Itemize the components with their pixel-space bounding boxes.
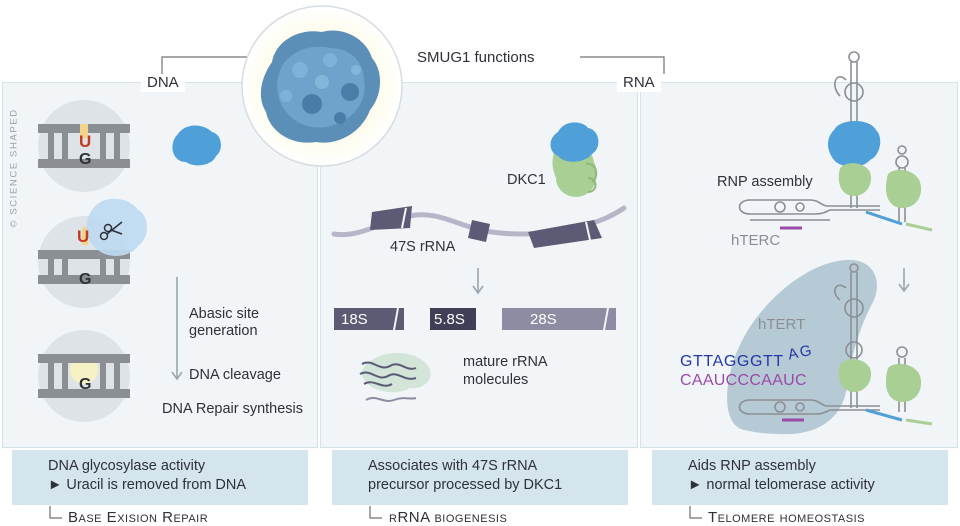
uracil-base-label: U bbox=[79, 132, 92, 151]
telomere-strand-top-green bbox=[905, 222, 933, 232]
template-rna-sequence: CAAUCCCAAUC bbox=[680, 372, 807, 389]
rrna-47s-label: 47S rRNA bbox=[390, 239, 456, 255]
dkc1-rnp-icon-1 bbox=[838, 163, 872, 196]
caption-connector-dna bbox=[49, 506, 62, 519]
htert-label: hTERT bbox=[758, 316, 806, 333]
abasic-site-label: Abasic site generation bbox=[189, 306, 260, 339]
caption-connector-rrna bbox=[369, 506, 382, 519]
dkc1-rnp-icon-2 bbox=[885, 169, 922, 208]
guanine-base-label-3: G bbox=[79, 376, 92, 393]
htERC-body-bottom bbox=[738, 399, 880, 415]
info-rrna-line-1: Associates with 47S rRNA bbox=[368, 458, 538, 474]
guanine-base-label-2: G bbox=[79, 271, 92, 288]
page-title: SMUG1 functions bbox=[411, 49, 541, 67]
dkc1-complex-icon bbox=[550, 122, 599, 197]
rrna-28s-label: 28S bbox=[530, 311, 557, 328]
telomere-strand-bottom bbox=[865, 408, 903, 422]
dna-process-arrow bbox=[171, 277, 183, 381]
mature-rrna-label: mature rRNA molecules bbox=[463, 354, 548, 388]
function-base-excision-repair: Base Exision Repair bbox=[68, 509, 209, 526]
rna-column-header: RNA bbox=[617, 74, 661, 92]
info-rrna-line-2: precursor processed by DKC1 bbox=[368, 477, 563, 493]
dna-repaired-circle bbox=[38, 330, 130, 422]
htert-protein-icon bbox=[727, 259, 877, 435]
mature-rrna-icon bbox=[359, 352, 431, 402]
dkc1-telomerase-icon-2 bbox=[885, 363, 922, 402]
dna-cleavage-circle bbox=[38, 198, 147, 308]
caption-connector-rna bbox=[689, 506, 702, 519]
dna-column-header: DNA bbox=[141, 74, 185, 92]
guanine-base-label-1: G bbox=[79, 151, 92, 168]
info-rna-line-2: ► normal telomerase activity bbox=[688, 477, 875, 493]
dkc1-label: DKC1 bbox=[507, 172, 546, 188]
info-dna-line-1: DNA glycosylase activity bbox=[48, 458, 206, 474]
info-dna-line-2: ► Uracil is removed from DNA bbox=[48, 477, 247, 493]
rrna-28s-bar bbox=[502, 308, 616, 330]
info-rna-line-1: Aids RNP assembly bbox=[688, 458, 816, 474]
uracil-base-label-2: U bbox=[77, 227, 90, 246]
rnp-assembly-label: RNP assembly bbox=[717, 174, 813, 190]
rna-process-arrow bbox=[898, 268, 910, 293]
rrna-47s-precursor bbox=[331, 205, 627, 248]
rna-graphics bbox=[727, 51, 933, 435]
info-box-rrna: Associates with 47S rRNA precursor proce… bbox=[332, 450, 628, 505]
dna-graphics bbox=[38, 100, 221, 422]
rrna-58s-label: 5.8S bbox=[434, 311, 465, 328]
smug1-glycosylase-icon bbox=[172, 125, 221, 166]
function-rrna-biogenesis: rRNA biogenesis bbox=[389, 509, 508, 526]
rrna-18s-label: 18S bbox=[341, 311, 368, 328]
telomere-strand-top bbox=[865, 210, 903, 226]
header-line-right bbox=[580, 56, 665, 74]
rrna-58s-bar bbox=[430, 308, 476, 330]
dna-uracil-circle bbox=[38, 100, 130, 192]
telomere-strand-bottom-green bbox=[905, 418, 933, 426]
htERC-body-top bbox=[738, 199, 880, 221]
rrna-18s-bar bbox=[334, 308, 404, 330]
rrna-process-arrow bbox=[472, 268, 484, 295]
info-box-rna: Aids RNP assembly ► normal telomerase ac… bbox=[652, 450, 948, 505]
dna-repair-label: DNA Repair synthesis bbox=[162, 401, 304, 417]
header-line-left bbox=[161, 56, 250, 74]
rrna-graphics bbox=[331, 122, 627, 402]
dkc1-telomerase-icon-1 bbox=[838, 359, 872, 392]
smug1-protein-icon bbox=[260, 30, 381, 143]
smug1-protein-rnp-icon bbox=[828, 121, 881, 167]
scissors-icon bbox=[99, 221, 123, 241]
info-box-dna: DNA glycosylase activity ► Uracil is rem… bbox=[12, 450, 308, 505]
telomere-dna-sequence: GTTAGGGTT bbox=[680, 353, 784, 370]
header-graphics bbox=[161, 5, 665, 167]
hterc-label: hTERC bbox=[731, 232, 781, 249]
caption-connectors bbox=[49, 506, 702, 519]
dna-cleavage-label: DNA cleavage bbox=[189, 367, 281, 383]
function-telomere-homeostasis: Telomere homeostasis bbox=[708, 509, 865, 526]
